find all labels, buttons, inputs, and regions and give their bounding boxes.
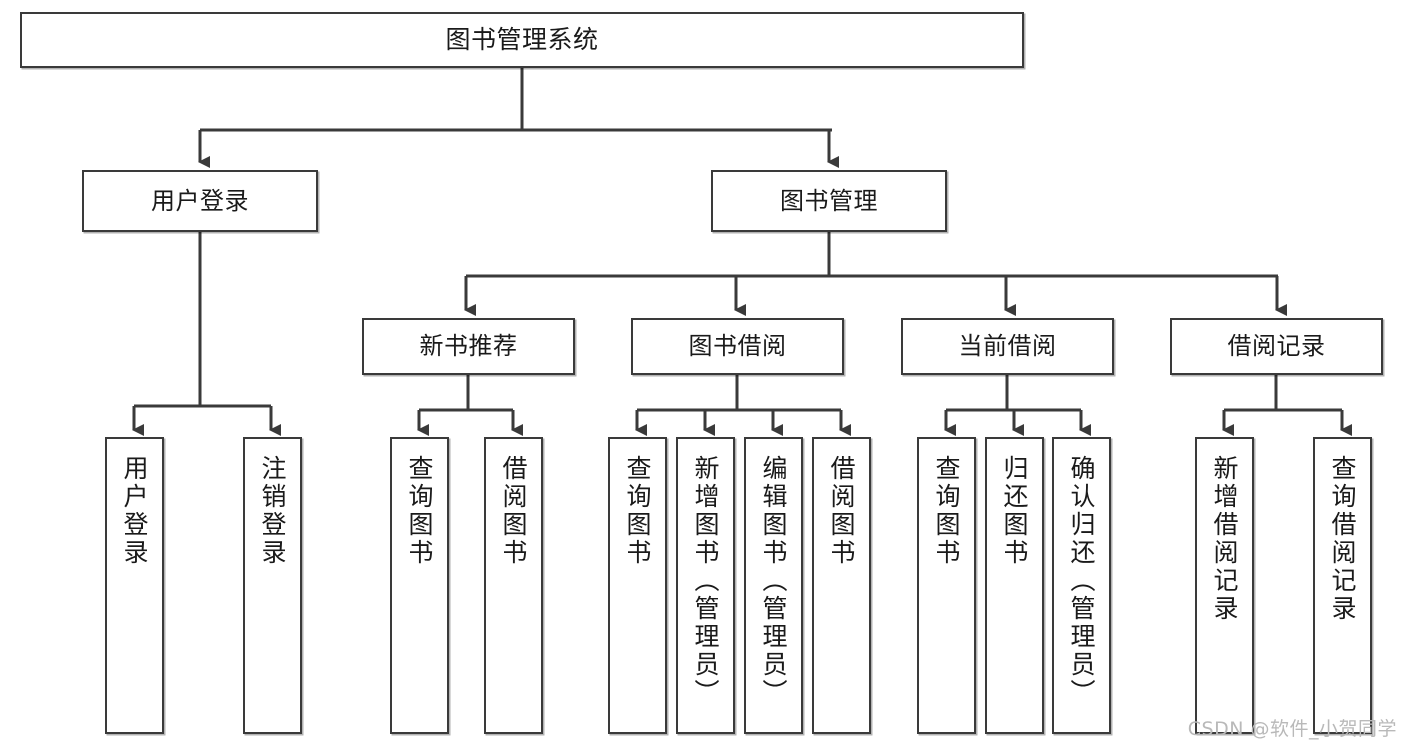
node-label: 图书管理系统: [445, 25, 599, 55]
node-leaf-user-login[interactable]: 用户登录: [105, 437, 164, 734]
node-book-manage[interactable]: 图书管理: [711, 170, 947, 232]
node-leaf-add-borrow-record[interactable]: 新增借阅记录: [1195, 437, 1254, 734]
node-leaf-query-book-1[interactable]: 查询图书: [390, 437, 449, 734]
node-leaf-confirm-return-admin[interactable]: 确认归还（管理员）: [1052, 437, 1111, 734]
node-label: 查询借阅记录: [1328, 455, 1357, 623]
node-label: 新增图书（管理员）: [691, 455, 720, 707]
node-label: 查询图书: [623, 455, 652, 567]
node-leaf-add-book-admin[interactable]: 新增图书（管理员）: [676, 437, 735, 734]
node-label: 注销登录: [258, 455, 287, 567]
node-leaf-edit-book-admin[interactable]: 编辑图书（管理员）: [744, 437, 803, 734]
node-root-system[interactable]: 图书管理系统: [20, 12, 1024, 68]
node-leaf-query-book-3[interactable]: 查询图书: [917, 437, 976, 734]
node-borrow-record[interactable]: 借阅记录: [1170, 318, 1383, 375]
node-new-book-recommend[interactable]: 新书推荐: [362, 318, 575, 375]
node-book-borrow[interactable]: 图书借阅: [631, 318, 844, 375]
node-label: 查询图书: [932, 455, 961, 567]
node-leaf-query-book-2[interactable]: 查询图书: [608, 437, 667, 734]
node-label: 借阅记录: [1227, 332, 1326, 361]
node-leaf-return-book[interactable]: 归还图书: [985, 437, 1044, 734]
node-current-borrow[interactable]: 当前借阅: [901, 318, 1114, 375]
node-leaf-user-logout[interactable]: 注销登录: [243, 437, 302, 734]
node-label: 查询图书: [405, 455, 434, 567]
node-label: 借阅图书: [499, 455, 528, 567]
node-label: 借阅图书: [827, 455, 856, 567]
node-label: 图书管理: [780, 186, 878, 215]
csdn-watermark: CSDN @软件_小贺同学: [1187, 718, 1397, 740]
node-leaf-query-borrow-record[interactable]: 查询借阅记录: [1313, 437, 1372, 734]
node-label: 确认归还（管理员）: [1067, 455, 1096, 707]
node-label: 当前借阅: [958, 332, 1057, 361]
node-label: 编辑图书（管理员）: [759, 455, 788, 707]
node-label: 用户登录: [151, 186, 249, 215]
node-label: 用户登录: [120, 455, 149, 567]
node-user-login[interactable]: 用户登录: [82, 170, 318, 232]
node-label: 新增借阅记录: [1210, 455, 1239, 623]
node-leaf-borrow-book-1[interactable]: 借阅图书: [484, 437, 543, 734]
node-leaf-borrow-book-2[interactable]: 借阅图书: [812, 437, 871, 734]
node-label: 图书借阅: [688, 332, 787, 361]
node-label: 新书推荐: [419, 332, 518, 361]
node-label: 归还图书: [1000, 455, 1029, 567]
